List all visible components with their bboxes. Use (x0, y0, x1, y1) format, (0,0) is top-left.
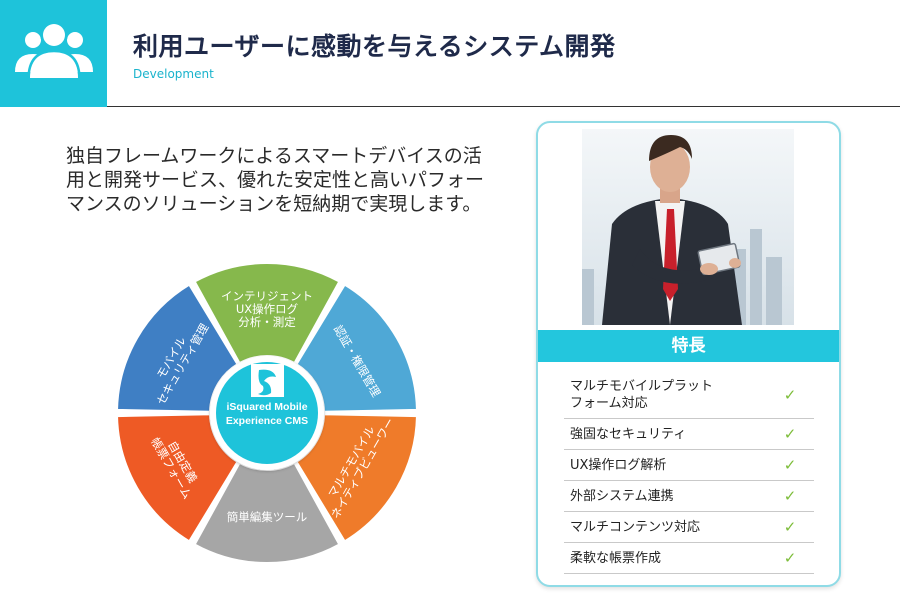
wheel-center (216, 362, 318, 464)
feature-label-line: 外部システム連携 (570, 488, 674, 504)
check-icon: ✓ (783, 456, 797, 474)
isquared-logo (251, 364, 284, 397)
wheel-segment-label-line: UX操作ログ (236, 302, 299, 316)
feature-label: UX操作ログ解析 (570, 457, 666, 474)
wheel-segment-label: 簡単編集ツール (227, 510, 308, 524)
feature-label: 柔軟な帳票作成 (570, 550, 661, 567)
check-icon: ✓ (783, 425, 797, 443)
feature-row: マルチモバイルプラットフォーム対応 ✓ (564, 371, 814, 419)
feature-label: マルチモバイルプラットフォーム対応 (570, 378, 713, 412)
feature-list: マルチモバイルプラットフォーム対応✓強固なセキュリティ✓UX操作ログ解析✓外部シ… (564, 371, 814, 574)
users-group-icon (15, 21, 93, 80)
businessman-photo (582, 129, 794, 325)
feature-row: 外部システム連携 ✓ (564, 481, 814, 512)
feature-row: 柔軟な帳票作成 ✓ (564, 543, 814, 574)
feature-row: マルチコンテンツ対応 ✓ (564, 512, 814, 543)
feature-label: 外部システム連携 (570, 488, 674, 505)
wheel-segment-label-line: 簡単編集ツール (227, 510, 308, 524)
feature-label: 強固なセキュリティ (570, 426, 686, 443)
header-divider (107, 106, 900, 107)
page-subtitle: Development (133, 67, 214, 81)
features-title: 特長 (538, 330, 839, 362)
feature-label-line: UX操作ログ解析 (570, 457, 667, 473)
features-panel: 特長 マルチモバイルプラットフォーム対応 ✓ 強固なセキュリティ ✓ UX操作ログ解析 ✓… (536, 121, 841, 587)
header-icon-box (0, 0, 107, 107)
check-icon: ✓ (783, 549, 797, 567)
wheel-segment-label-line: 分析・測定 (238, 315, 296, 329)
feature-row: UX操作ログ解析 ✓ (564, 450, 814, 481)
feature-label-line: マルチモバイルプラット (570, 378, 714, 394)
wheel-center-line1: iSquared Mobile (226, 401, 307, 413)
wheel-center-line2: Experience CMS (226, 415, 308, 427)
feature-label-line: フォーム対応 (570, 395, 648, 411)
check-icon: ✓ (783, 385, 797, 404)
feature-label-line: 強固なセキュリティ (570, 426, 687, 442)
check-icon: ✓ (783, 487, 797, 505)
feature-label-line: マルチコンテンツ対応 (570, 519, 701, 535)
wheel-segment-label-line: インテリジェント (221, 289, 313, 303)
feature-row: 強固なセキュリティ ✓ (564, 419, 814, 450)
feature-label: マルチコンテンツ対応 (570, 519, 700, 536)
intro-paragraph: 独自フレームワークによるスマートデバイスの活用と開発サービス、優れた安定性と高い… (66, 145, 485, 215)
page-title: 利用ユーザーに感動を与えるシステム開発 (133, 32, 616, 61)
feature-label-line: 柔軟な帳票作成 (570, 550, 662, 566)
check-icon: ✓ (783, 518, 797, 536)
